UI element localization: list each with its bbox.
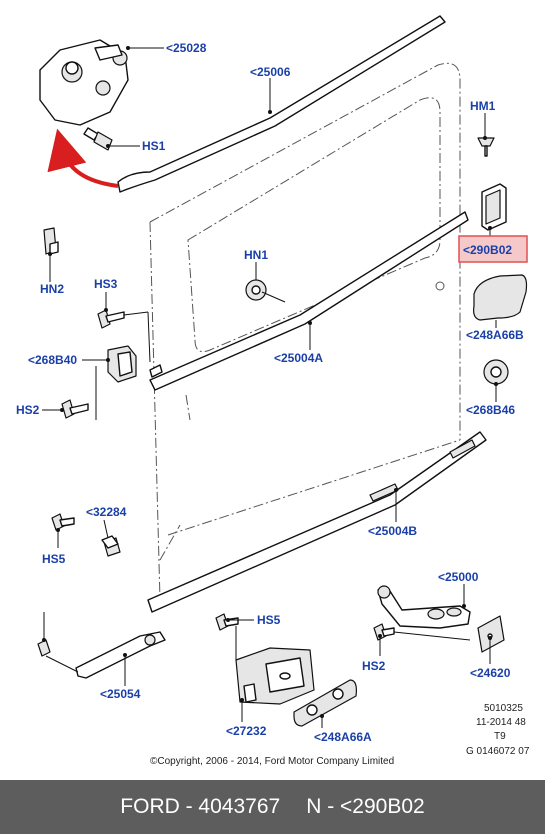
callout-hn1[interactable]: HN1 [244, 248, 268, 262]
center-rail-25004a [149, 211, 469, 391]
lower-roller-arm-25000 [377, 585, 471, 629]
highlight-box [458, 235, 528, 263]
info-line-1: 5010325 [484, 703, 523, 714]
callout-32284[interactable]: <32284 [86, 505, 127, 519]
callout-hs2-left[interactable]: HS2 [16, 403, 40, 417]
callout-25000[interactable]: <25000 [438, 570, 479, 584]
callout-25004b[interactable]: <25004B [368, 524, 417, 538]
callout-248a66a[interactable]: <248A66A [314, 730, 372, 744]
callout-25006[interactable]: <25006 [250, 65, 291, 79]
screw-hs3-icon [97, 309, 125, 329]
callout-25004a[interactable]: <25004A [274, 351, 323, 365]
screw-hs5-mid-icon [215, 613, 239, 631]
callout-27232[interactable]: <27232 [226, 724, 267, 738]
bolt-hs2-left-icon [61, 399, 89, 419]
callout-hs2-right[interactable]: HS2 [362, 659, 386, 673]
callout-hs1[interactable]: HS1 [142, 139, 166, 153]
screw-hs5-left-icon [51, 513, 75, 531]
latch-268b40 [107, 345, 137, 383]
lower-guide-block-27232 [235, 647, 315, 705]
callout-hs5-left[interactable]: HS5 [42, 552, 66, 566]
callout-24620[interactable]: <24620 [470, 666, 511, 680]
info-line-4: G 0146072 07 [466, 746, 530, 757]
lower-hinge-arm-25054 [37, 631, 166, 679]
nut-hn1-icon [245, 279, 267, 301]
relocation-arrow-icon [47, 128, 119, 188]
footer-reference: N - <290B02 [306, 795, 425, 818]
callout-25054[interactable]: <25054 [100, 687, 141, 701]
info-line-2: 11-2014 48 [476, 717, 526, 728]
parts-diagram: <25028 <25006 HS1 HM1 <290B02 HN1 HN2 HS… [16, 15, 530, 767]
striker-cover-248a66b [473, 274, 528, 321]
push-pin-hm1-icon [477, 137, 495, 157]
bumper-290b02 [481, 183, 507, 231]
callout-268b40[interactable]: <268B40 [28, 353, 77, 367]
upper-roller-bracket-25028 [39, 39, 129, 126]
bracket-24620 [477, 615, 505, 653]
info-line-3: T9 [494, 731, 506, 742]
callout-hs3[interactable]: HS3 [94, 277, 118, 291]
callout-hs5-mid[interactable]: HS5 [257, 613, 281, 627]
footer-bar: FORD - 4043767 N - <290B02 [0, 780, 545, 834]
upper-roller-channel-25006 [117, 15, 446, 193]
sliding-door-panel [149, 62, 461, 601]
callout-hn2[interactable]: HN2 [40, 282, 64, 296]
copyright-text: ©Copyright, 2006 - 2014, Ford Motor Comp… [150, 756, 394, 767]
lower-rail-25004b [147, 431, 487, 613]
clip-hn2-icon [43, 227, 59, 255]
callout-268b46[interactable]: <268B46 [466, 403, 515, 417]
callout-25028[interactable]: <25028 [166, 41, 207, 55]
info-block: 5010325 11-2014 48 T9 G 0146072 07 [466, 703, 530, 757]
callout-248a66b[interactable]: <248A66B [466, 328, 524, 342]
callout-290b02[interactable]: <290B02 [463, 243, 512, 257]
footer-part-number: FORD - 4043767 [120, 795, 281, 818]
bumper-268b46 [483, 359, 509, 385]
callout-hm1[interactable]: HM1 [470, 99, 496, 113]
bushing-32284 [101, 535, 121, 557]
leader-lines [42, 46, 498, 728]
bolt-hs2-right-icon [373, 623, 395, 641]
striker-plate-248a66a [293, 679, 357, 727]
